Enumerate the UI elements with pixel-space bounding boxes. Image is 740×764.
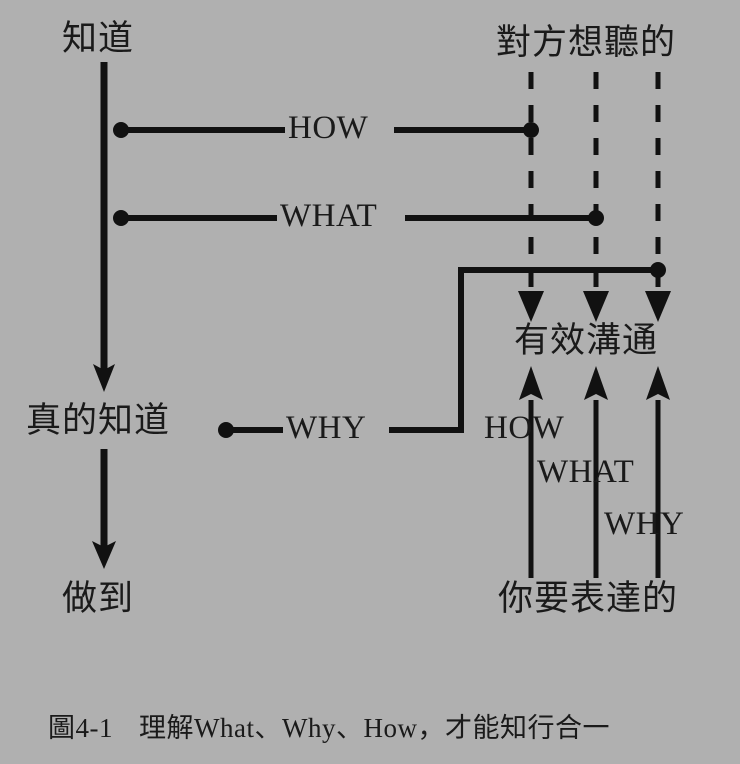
node-label-what-audience-wants: 對方想聽的 bbox=[496, 23, 677, 63]
left-spine-group bbox=[92, 62, 116, 569]
node-label-really-know: 真的知道 bbox=[26, 401, 171, 441]
column-label-what: WHAT bbox=[537, 454, 635, 490]
down-arrowhead-what bbox=[583, 291, 609, 322]
node-label-do-it: 做到 bbox=[62, 579, 135, 619]
branch-how-group bbox=[113, 122, 539, 138]
node-label-effective-communication: 有效溝通 bbox=[514, 321, 659, 361]
branch-what-group bbox=[113, 210, 604, 226]
caption-sep-2: 、 bbox=[335, 713, 364, 744]
spine-arrowhead-to-reallyknow bbox=[93, 364, 115, 392]
dashed-columns-group bbox=[528, 72, 661, 292]
branch-label-how: HOW bbox=[288, 110, 369, 146]
branch-why-group bbox=[218, 262, 666, 438]
down-arrowheads-group bbox=[518, 291, 671, 322]
up-arrows-group bbox=[519, 366, 670, 578]
column-label-why: WHY bbox=[604, 506, 685, 542]
branch-label-what: WHAT bbox=[280, 198, 378, 234]
up-arrowhead-why bbox=[646, 366, 670, 400]
up-arrowhead-what bbox=[584, 366, 608, 400]
how-branch-end-dot bbox=[523, 122, 539, 138]
caption-latin-how: How bbox=[363, 713, 418, 743]
caption-sep-1: 、 bbox=[254, 713, 282, 744]
spine-arrowhead-to-doit bbox=[92, 541, 116, 569]
down-arrowhead-how bbox=[518, 291, 544, 322]
up-arrowhead-how bbox=[519, 366, 543, 400]
caption-text-2: 才能知行合一 bbox=[444, 713, 610, 744]
down-arrowhead-why bbox=[645, 291, 671, 322]
caption-text-1: 理解 bbox=[139, 713, 194, 744]
caption-number: 圖4-1 bbox=[48, 713, 113, 743]
node-label-know: 知道 bbox=[62, 19, 135, 59]
node-label-what-you-express: 你要表達的 bbox=[498, 579, 679, 619]
caption-latin-why: Why bbox=[281, 713, 336, 743]
caption-latin-what: What bbox=[194, 713, 255, 743]
caption-comma: ， bbox=[417, 713, 445, 744]
branch-label-why: WHY bbox=[286, 410, 367, 446]
column-label-how: HOW bbox=[484, 410, 565, 446]
